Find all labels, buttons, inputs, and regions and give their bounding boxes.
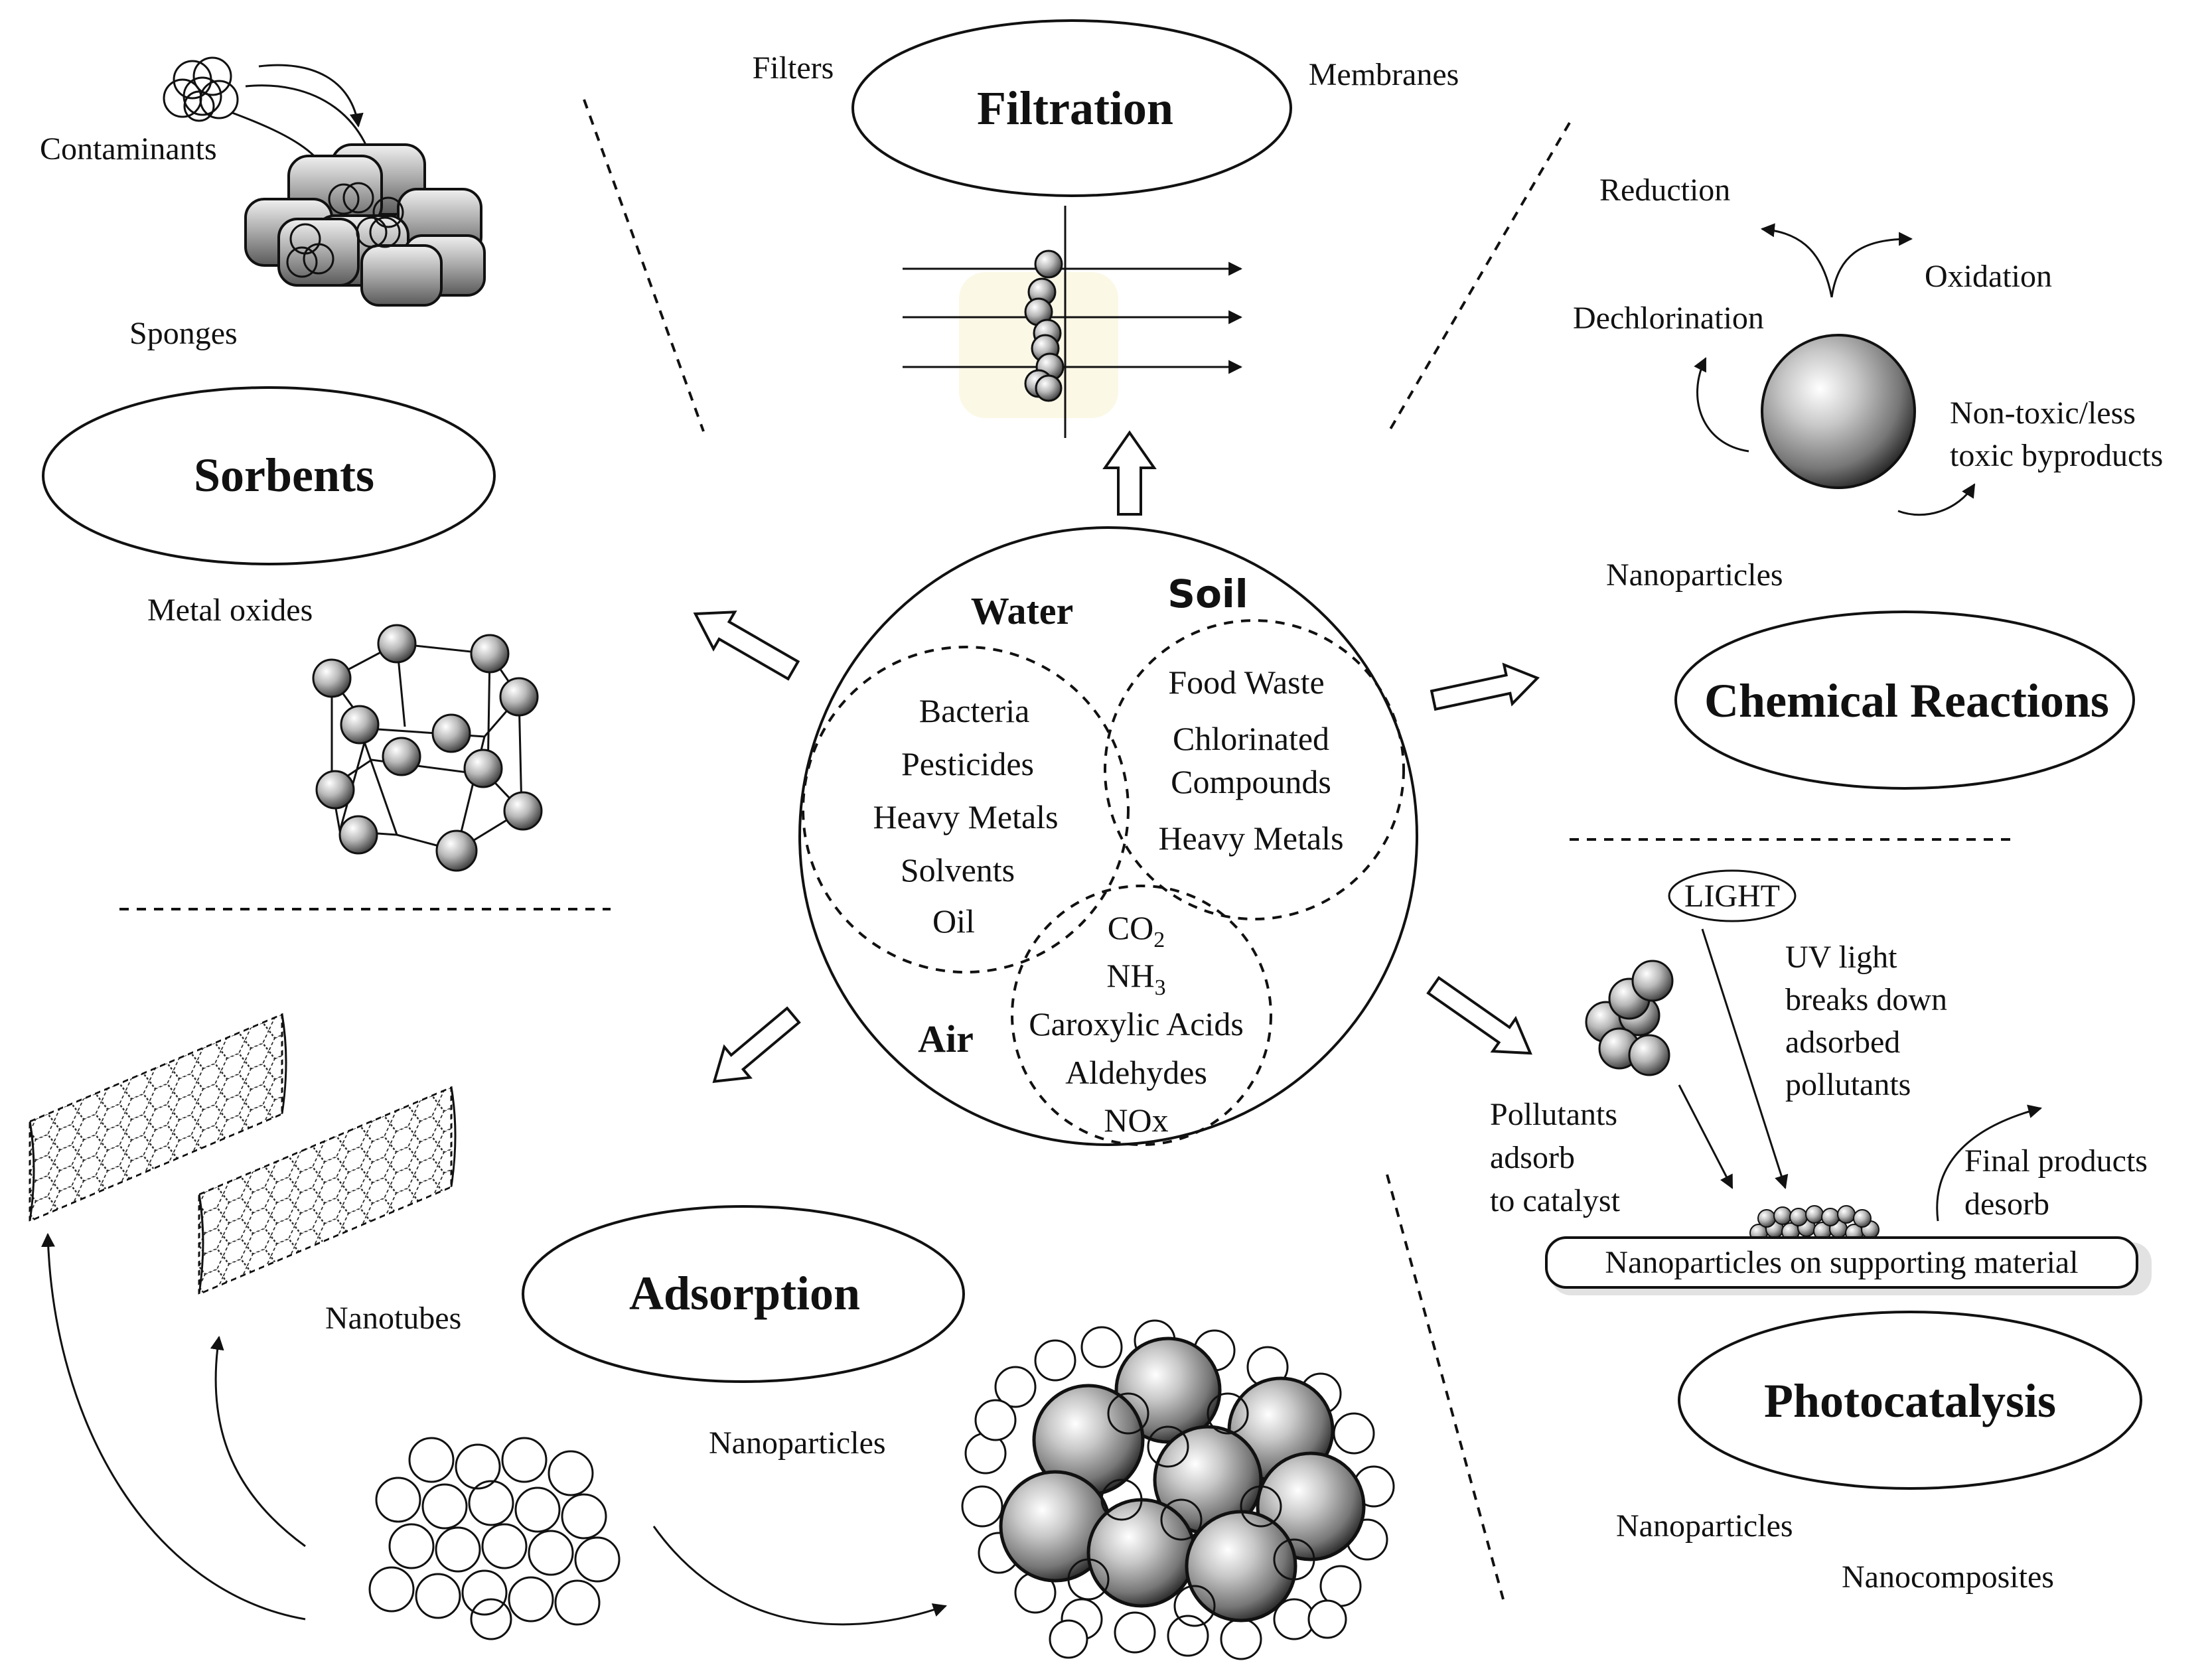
photocatalysis-arrows bbox=[1678, 928, 2043, 1222]
water-item: Heavy Metals bbox=[873, 798, 1058, 835]
filtration-title: Filtration bbox=[977, 82, 1173, 135]
dechlorination-label: Dechlorination bbox=[1573, 301, 1764, 336]
sorbents-oval bbox=[42, 386, 496, 565]
membranes-label: Membranes bbox=[1309, 57, 1459, 92]
air-item-nh3: NH3 bbox=[1106, 957, 1165, 1000]
contaminants-label: Contaminants bbox=[40, 131, 217, 167]
divider-sorbents-filtration bbox=[583, 99, 705, 432]
water-label: Water bbox=[971, 589, 1074, 632]
adsorption-oval bbox=[522, 1205, 965, 1383]
soil-item: Heavy Metals bbox=[1158, 820, 1343, 857]
air-item: NOx bbox=[1104, 1102, 1168, 1139]
chemical-nanoparticles-label: Nanoparticles bbox=[1606, 557, 1783, 593]
arrow-to-chemical bbox=[1430, 662, 1540, 711]
loose-nanoparticles bbox=[368, 1437, 621, 1640]
air-label: Air bbox=[918, 1017, 974, 1060]
absorbed-contaminants bbox=[286, 182, 404, 278]
byproducts-label-line1: Non-toxic/less bbox=[1950, 396, 2136, 431]
reduction-label: Reduction bbox=[1599, 173, 1730, 208]
filtration-section: Filtration Filters Membranes bbox=[753, 19, 1459, 438]
pollutants-label-line1: Pollutants bbox=[1490, 1097, 1617, 1132]
metal-oxide-lattice bbox=[312, 624, 543, 872]
uv-label-line3: adsorbed bbox=[1785, 1025, 1900, 1060]
catalyst-nanoparticles bbox=[1749, 1205, 1880, 1242]
sorbents-section: Contaminants Sponges Sorbents Metal oxid… bbox=[40, 56, 543, 872]
air-items: CO2 NH3 Caroxylic Acids Aldehydes NOx bbox=[1029, 909, 1244, 1139]
photocatalysis-section: LIGHT UV light breaks down adsorbed poll… bbox=[1490, 869, 2152, 1595]
chemical-reactions-section: Reduction Oxidation Dechlorination Non-t… bbox=[1573, 173, 2163, 790]
arrow-to-adsorption bbox=[712, 1006, 801, 1083]
pollutants-label-line3: to catalyst bbox=[1490, 1183, 1621, 1218]
sponges-label: Sponges bbox=[129, 316, 238, 351]
air-item: Aldehydes bbox=[1065, 1054, 1207, 1091]
water-item: Oil bbox=[932, 903, 975, 940]
adsorption-nanoparticles-label: Nanoparticles bbox=[709, 1425, 886, 1461]
reaction-arrows bbox=[1694, 223, 1976, 516]
air-item: Caroxylic Acids bbox=[1029, 1005, 1244, 1043]
soil-item: Food Waste bbox=[1168, 664, 1324, 701]
support-bar bbox=[1545, 1236, 2138, 1289]
pollutant-cluster bbox=[1585, 960, 1674, 1076]
pollutants-label-line2: adsorb bbox=[1490, 1140, 1575, 1175]
air-item-co2: CO2 bbox=[1108, 909, 1165, 952]
byproducts-label-line2: toxic byproducts bbox=[1950, 438, 2163, 473]
air-circle bbox=[1011, 885, 1272, 1146]
aggregated-nanoparticles bbox=[961, 1319, 1395, 1660]
section-dividers bbox=[119, 99, 2018, 1600]
uv-label-line1: UV light bbox=[1785, 940, 1897, 975]
filters-label: Filters bbox=[753, 50, 834, 86]
uv-label-line2: breaks down bbox=[1785, 982, 1947, 1017]
membrane-filter-illustration bbox=[903, 206, 1243, 438]
contaminant-cluster bbox=[163, 56, 239, 122]
divider-adsorption-photocatalysis bbox=[1386, 1174, 1505, 1600]
photo-nanoparticles-label: Nanoparticles bbox=[1616, 1508, 1793, 1544]
water-item: Pesticides bbox=[901, 745, 1034, 782]
photocatalysis-title: Photocatalysis bbox=[1764, 1374, 2056, 1427]
oxidation-label: Oxidation bbox=[1925, 259, 2052, 294]
chemical-reactions-oval bbox=[1674, 611, 2135, 790]
adsorption-flow-arrows bbox=[41, 1232, 947, 1626]
light-label: LIGHT bbox=[1684, 879, 1780, 914]
divider-filtration-chemical bbox=[1386, 121, 1571, 436]
chemical-reactions-title: Chemical Reactions bbox=[1704, 674, 2109, 727]
nanotube-illustrations bbox=[29, 1013, 457, 1296]
outer-circle bbox=[798, 526, 1418, 1146]
arrow-to-photocatalysis bbox=[1426, 975, 1532, 1055]
water-items: Bacteria Pesticides Heavy Metals Solvent… bbox=[873, 692, 1058, 940]
trapped-particles bbox=[1024, 250, 1065, 402]
photocatalysis-oval bbox=[1678, 1311, 2142, 1490]
support-label: Nanoparticles on supporting material bbox=[1605, 1245, 2078, 1280]
water-item: Bacteria bbox=[919, 692, 1030, 729]
nanocomposites-label: Nanocomposites bbox=[1842, 1559, 2054, 1595]
soil-item: Compounds bbox=[1171, 763, 1331, 800]
metal-oxides-label: Metal oxides bbox=[147, 593, 313, 628]
arrow-to-sorbents bbox=[693, 611, 800, 681]
light-badge bbox=[1668, 869, 1797, 922]
water-item: Solvents bbox=[901, 851, 1015, 889]
final-products-line1: Final products bbox=[1964, 1143, 2148, 1179]
sorbents-title: Sorbents bbox=[194, 449, 374, 502]
filtration-oval bbox=[851, 19, 1292, 197]
adsorption-title: Adsorption bbox=[629, 1267, 860, 1320]
nanotubes-label: Nanotubes bbox=[325, 1301, 461, 1336]
final-products-line2: desorb bbox=[1964, 1187, 2049, 1222]
soil-item: Chlorinated bbox=[1173, 720, 1329, 757]
sponge-blocks bbox=[244, 143, 486, 307]
soil-label: Soil bbox=[1167, 571, 1248, 616]
direction-arrows bbox=[693, 430, 1540, 1083]
soil-items: Food Waste Chlorinated Compounds Heavy M… bbox=[1158, 664, 1343, 857]
reactive-nanoparticle bbox=[1761, 334, 1916, 489]
arrow-up-filtration bbox=[1102, 430, 1157, 516]
uv-label-line4: pollutants bbox=[1785, 1067, 1911, 1102]
soil-circle bbox=[1104, 619, 1405, 920]
adsorption-section: Nanotubes Adsorption Nanoparticles bbox=[29, 1013, 1395, 1660]
water-circle bbox=[802, 646, 1130, 974]
central-venn: Water Soil Air Bacteria Pesticides Heavy… bbox=[798, 526, 1418, 1146]
